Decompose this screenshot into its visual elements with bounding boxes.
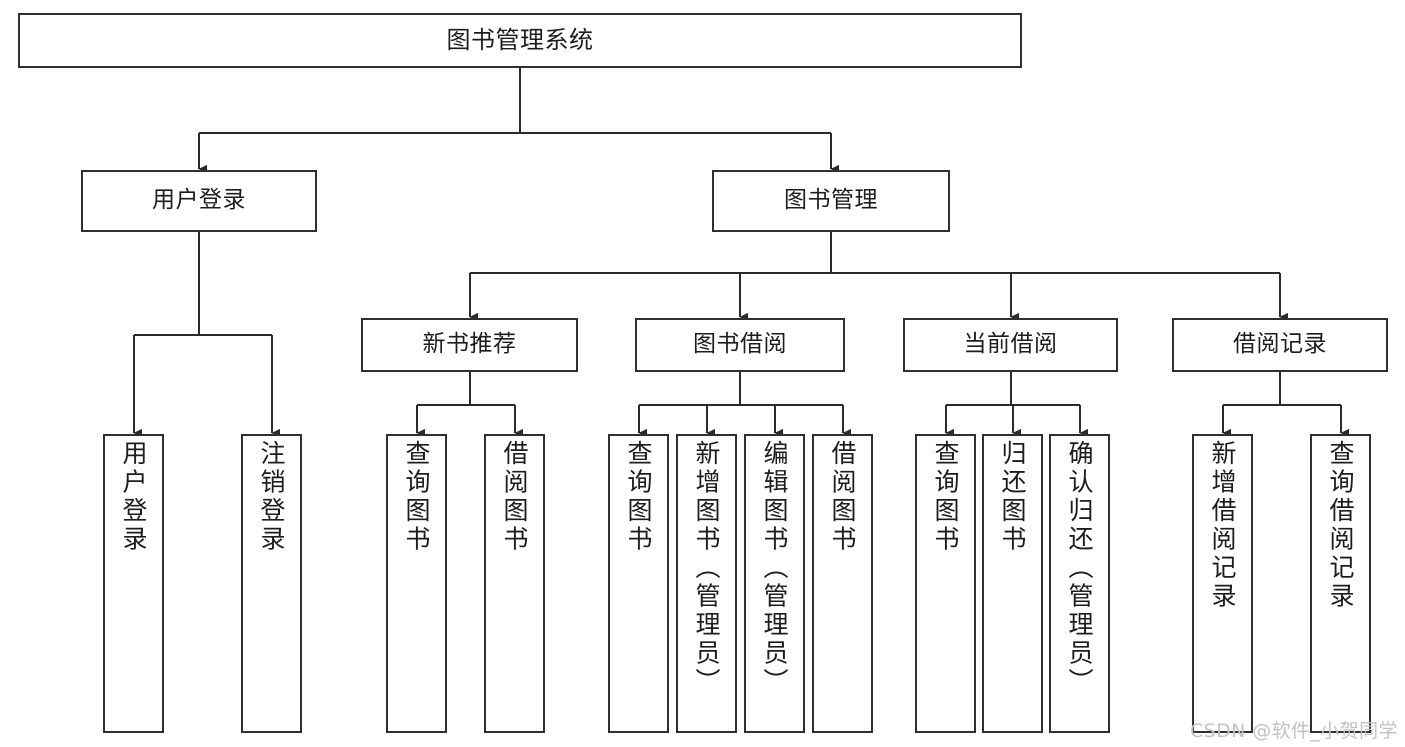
node-l-add[interactable]: 新增图书（管理员） (676, 434, 737, 733)
node-label: 归还图书 (998, 440, 1027, 554)
node-label: 借阅图书 (500, 440, 529, 554)
node-current[interactable]: 当前借阅 (903, 318, 1118, 372)
node-login[interactable]: 用户登录 (81, 170, 317, 232)
node-label: 查询图书 (402, 440, 431, 554)
node-l-userlogin[interactable]: 用户登录 (103, 434, 164, 733)
node-l-query3[interactable]: 查询图书 (915, 434, 976, 733)
node-label: 借阅记录 (1233, 331, 1327, 358)
node-l-addrec[interactable]: 新增借阅记录 (1192, 434, 1253, 733)
node-label: 新增借阅记录 (1208, 440, 1237, 611)
node-root[interactable]: 图书管理系统 (18, 13, 1022, 68)
node-l-edit[interactable]: 编辑图书（管理员） (744, 434, 805, 733)
node-l-borrow2[interactable]: 借阅图书 (812, 434, 873, 733)
node-l-borrow1[interactable]: 借阅图书 (484, 434, 545, 733)
node-bookmgmt[interactable]: 图书管理 (712, 170, 950, 232)
node-label: 图书管理系统 (446, 26, 594, 55)
node-label: 用户登录 (152, 187, 246, 214)
node-label: 用户登录 (119, 440, 148, 554)
node-label: 查询借阅记录 (1326, 440, 1355, 611)
node-label: 图书借阅 (693, 331, 787, 358)
node-label: 当前借阅 (963, 331, 1058, 358)
node-label: 新书推荐 (422, 331, 517, 358)
node-borrow[interactable]: 图书借阅 (635, 318, 845, 372)
node-label: 查询图书 (931, 440, 960, 554)
node-label: 查询图书 (624, 440, 653, 554)
node-l-query2[interactable]: 查询图书 (608, 434, 669, 733)
csdn-watermark: CSDN @软件_小贺同学 (1190, 720, 1398, 742)
node-label: 新增图书（管理员） (692, 440, 721, 697)
connector-lines (132, 68, 1349, 438)
node-l-queryrec[interactable]: 查询借阅记录 (1310, 434, 1371, 733)
node-label: 图书管理 (784, 187, 878, 214)
node-label: 确认归还（管理员） (1065, 440, 1094, 697)
node-records[interactable]: 借阅记录 (1172, 318, 1388, 372)
node-l-return[interactable]: 归还图书 (982, 434, 1043, 733)
node-l-logout[interactable]: 注销登录 (241, 434, 302, 733)
node-l-query1[interactable]: 查询图书 (386, 434, 447, 733)
node-l-confirm[interactable]: 确认归还（管理员） (1049, 434, 1110, 733)
node-label: 编辑图书（管理员） (760, 440, 789, 697)
node-newbook[interactable]: 新书推荐 (361, 318, 578, 372)
node-label: 注销登录 (257, 440, 286, 554)
node-label: 借阅图书 (828, 440, 857, 554)
